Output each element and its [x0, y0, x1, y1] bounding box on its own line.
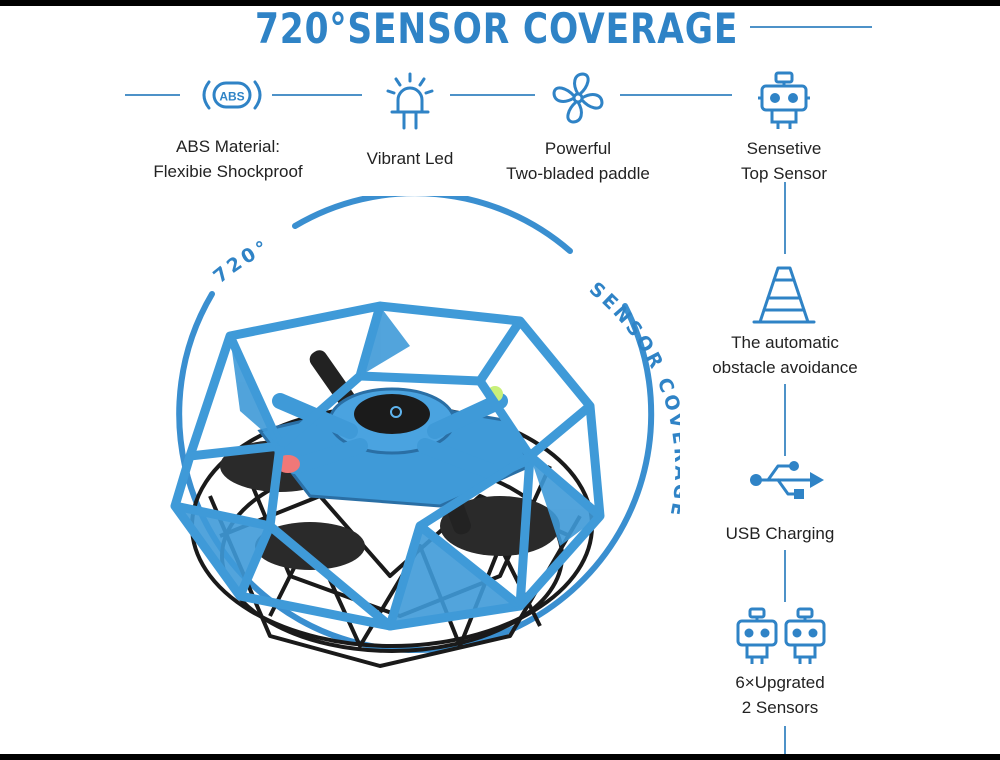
connector-line [450, 94, 535, 96]
arc-label-720: 720° [209, 235, 273, 287]
connector-line [125, 94, 180, 96]
connector-line [784, 726, 786, 754]
page-title: 720°SENSOR COVERAGE [255, 6, 739, 53]
drone-illustration: 720° SENSOR COVERAGE [170, 196, 680, 668]
feature-label: Powerful Two-bladed paddle [506, 139, 650, 183]
connector-line [784, 384, 786, 456]
feature-label: 6×Upgrated 2 Sensors [735, 673, 825, 717]
connector-line [272, 94, 362, 96]
coverage-ring [292, 196, 573, 254]
connector-line [784, 182, 786, 254]
feature-label: Vibrant Led [366, 149, 454, 168]
feature-label: The automatic obstacle avoidance [712, 333, 858, 377]
dual-robot-sensor-icon [736, 607, 826, 664]
abs-badge-text: ABS [219, 90, 244, 104]
usb-icon [750, 461, 824, 499]
abs-badge-icon: ABS [202, 80, 262, 110]
title-rule [750, 26, 872, 28]
feature-label: ABS Material: Flexibie Shockproof [153, 137, 303, 181]
feature-label: Sensetive Top Sensor [741, 139, 827, 183]
robot-sensor-icon [758, 71, 810, 129]
connector-line [620, 94, 732, 96]
fan-propeller-icon [552, 72, 604, 124]
obstacle-cone-icon [752, 266, 816, 324]
cage-panels [175, 306, 600, 626]
product-infographic: 720°SENSOR COVERAGE ABS ABS Material: Fl… [0, 6, 1000, 754]
connector-line [784, 550, 786, 602]
feature-label: USB Charging [725, 524, 835, 543]
led-light-icon [386, 72, 434, 130]
